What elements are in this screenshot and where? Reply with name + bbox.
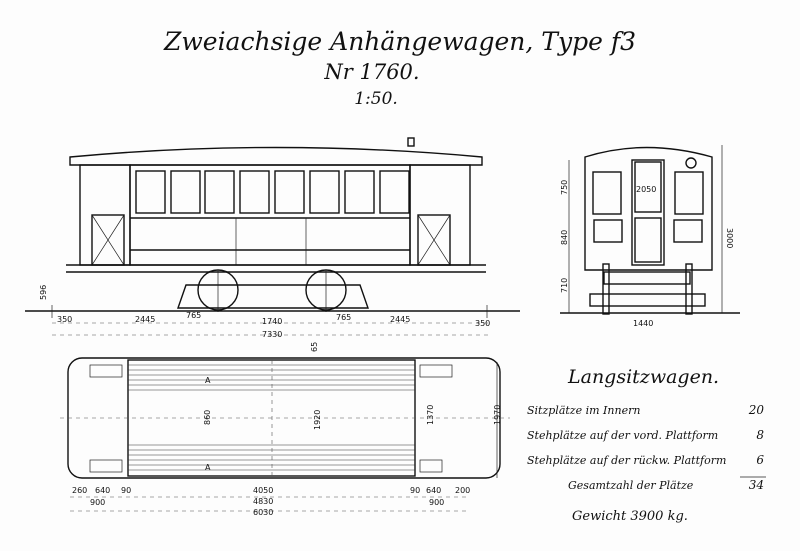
plan-label-a-bottom: A	[205, 463, 211, 472]
plan-dim-r2-2: 4830	[253, 497, 273, 506]
seat-hatching	[128, 364, 415, 471]
plan-dim-r1-1: 260	[72, 486, 87, 495]
plan-dim-platform: 1370	[426, 405, 435, 425]
plan-dim-r1-3: 90	[121, 486, 131, 495]
plan-view: A A 65 860 1920 1370 1970 260 640 90 405…	[60, 342, 510, 517]
table-total-value: 34	[749, 478, 764, 492]
end-dim-middle: 840	[560, 230, 569, 245]
plan-dim-width: 1970	[493, 405, 502, 425]
table-weight: Gewicht 3900 kg.	[572, 509, 688, 524]
dim-height: 596	[39, 285, 48, 300]
plan-dim-r1-7: 200	[455, 486, 470, 495]
table-row-label: Stehplätze auf der vord. Plattform	[527, 429, 718, 442]
dim-side-6: 2445	[390, 315, 410, 324]
dim-side-1: 350	[57, 315, 72, 324]
end-dim-upper: 750	[560, 180, 569, 195]
plan-dim-r1-4: 4050	[253, 486, 273, 495]
plan-dim-r1-6: 640	[426, 486, 441, 495]
dim-side-total: 7330	[262, 330, 282, 339]
drawing-number: Nr 1760.	[323, 60, 419, 84]
drawing-title: Zweiachsige Anhängewagen, Type f3	[163, 27, 636, 56]
plan-dim-r1-2: 640	[95, 486, 110, 495]
dim-side-7: 350	[475, 319, 490, 328]
end-dim-lower: 710	[560, 278, 569, 293]
dim-side-4: 1740	[262, 317, 282, 326]
plan-dim-r3: 6030	[253, 508, 273, 517]
side-view: 596 350 2445 765 1740 765 2445 350 7330	[25, 137, 520, 339]
plan-dim-r1-5: 90	[410, 486, 420, 495]
drawing-scale: 1:50.	[354, 89, 398, 109]
table-row-value: 8	[756, 428, 764, 442]
end-dim-total: 3000	[725, 228, 734, 248]
end-dim-track: 1440	[633, 319, 653, 328]
dim-side-5: 765	[336, 313, 351, 322]
plan-label-a-top: A	[205, 376, 211, 385]
plan-dim-seat: 860	[203, 410, 212, 425]
table-row-label: Sitzplätze im Innern	[527, 404, 640, 417]
table-row-value: 20	[748, 403, 765, 417]
plan-dim-aisle: 1920	[313, 410, 322, 430]
table-row-label: Stehplätze auf der rückw. Plattform	[527, 454, 726, 467]
table-title: Langsitzwagen.	[567, 366, 719, 388]
end-dim-door: 2050	[636, 185, 656, 194]
seating-table: Langsitzwagen. Sitzplätze im Innern 20 S…	[527, 366, 766, 524]
plan-dim-r2-1: 900	[90, 498, 105, 507]
plan-dim-top: 65	[310, 342, 319, 352]
table-total-label: Gesamtzahl der Plätze	[568, 479, 694, 492]
dim-side-3: 765	[186, 311, 201, 320]
dim-side-2: 2445	[135, 315, 155, 324]
plan-dim-r2-3: 900	[429, 498, 444, 507]
table-row-value: 6	[756, 453, 764, 467]
side-windows	[135, 170, 410, 214]
end-view: 750 840 710 3000 2050 1440	[560, 145, 740, 328]
